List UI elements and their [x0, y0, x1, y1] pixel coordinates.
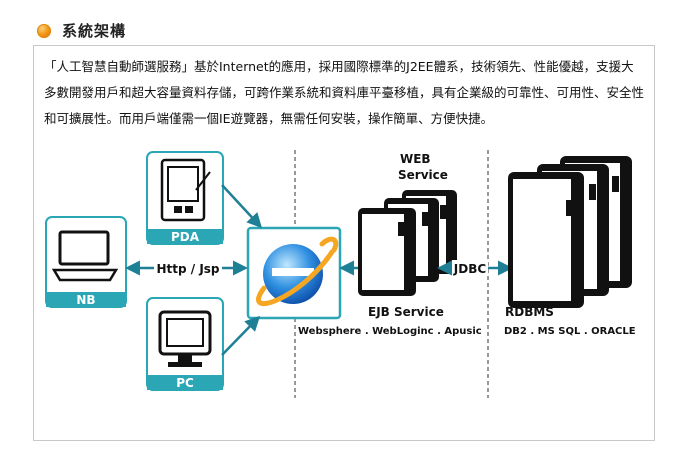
rdbms-list-label: DB2 . MS SQL . ORACLE — [504, 326, 636, 337]
pc-label: PC — [176, 376, 194, 390]
ejb-service-label: EJB Service — [368, 305, 444, 319]
arrow-pda-ie — [221, 184, 263, 229]
ie-browser — [246, 226, 342, 320]
content-panel: 「人工智慧自動師選服務」基於Internet的應用，採用國際標準的J2EE體系，… — [33, 45, 655, 441]
pda-icon — [160, 158, 211, 222]
ie-logo-icon — [256, 236, 339, 306]
jdbc-label: JDBC — [453, 262, 487, 276]
ejb-platforms-label: Websphere . WebLoginc . Apusic — [298, 326, 482, 337]
arrow-pc-ie — [221, 315, 261, 356]
nb-client: NB — [45, 216, 127, 308]
pc-client: PC — [146, 297, 224, 391]
web-service-label-line2: Service — [398, 168, 448, 182]
laptop-icon — [51, 230, 119, 282]
ejb-server-stack — [358, 190, 457, 296]
web-service-label-line1: WEB — [400, 152, 431, 166]
orange-dot-icon — [37, 24, 51, 38]
monitor-icon — [158, 310, 212, 367]
section-header: 系統架構 — [0, 0, 687, 44]
http-jsp-label: Http / Jsp — [156, 262, 219, 276]
pda-client: PDA — [146, 151, 224, 245]
section-title: 系統架構 — [62, 22, 127, 40]
description-paragraph: 「人工智慧自動師選服務」基於Internet的應用，採用國際標準的J2EE體系，… — [44, 59, 645, 126]
rdbms-label: RDBMS — [505, 305, 554, 319]
rdbms-server-stack — [508, 156, 632, 308]
nb-label: NB — [76, 293, 95, 307]
pda-label: PDA — [171, 230, 200, 244]
